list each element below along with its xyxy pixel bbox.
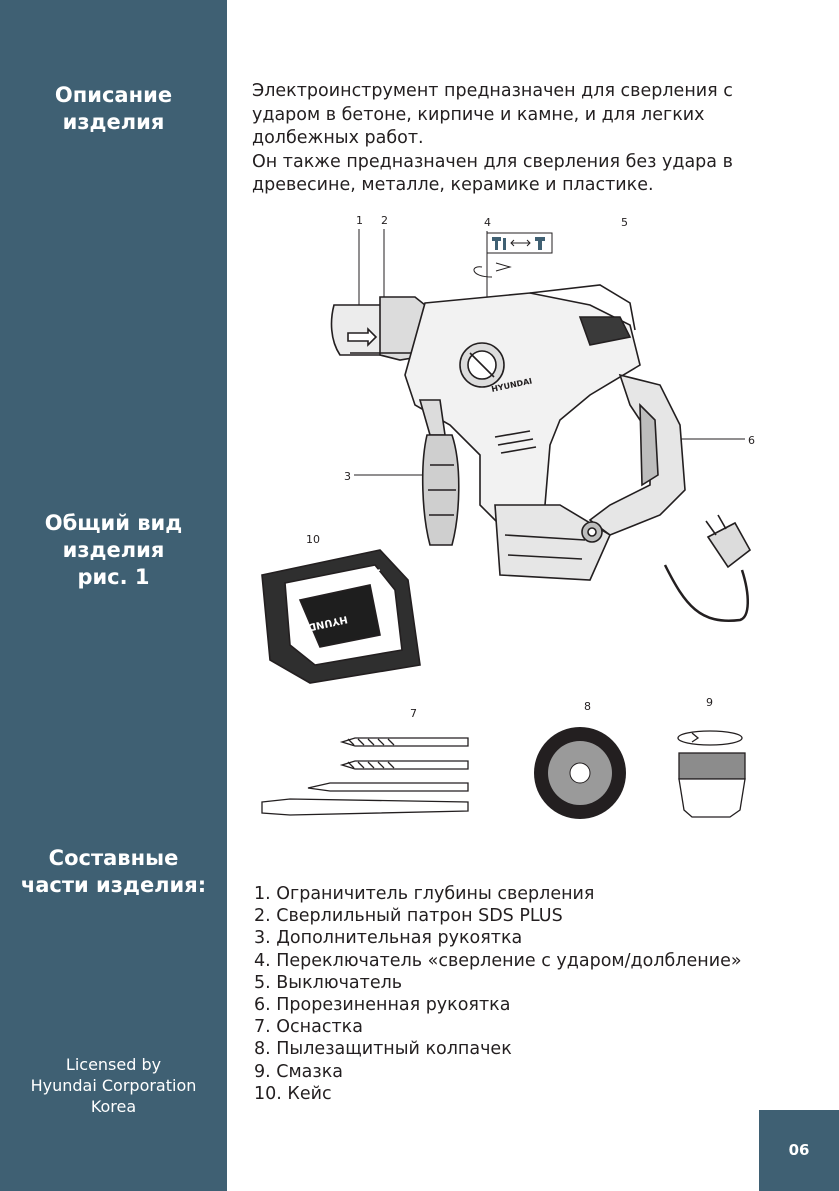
intro-paragraph: Электроинструмент предназначен для сверл…: [252, 80, 812, 198]
list-item: 8. Пылезащитный колпачек: [254, 1039, 512, 1060]
heading-parts-line-1: Составные: [48, 846, 179, 870]
hammer-drill-mode-icon: [492, 237, 506, 250]
license-line-3: Korea: [90, 1097, 137, 1116]
heading-description-line-2: изделия: [62, 110, 165, 134]
callout-5: 5: [621, 216, 628, 229]
intro-line: Он также предназначен для сверления без …: [252, 151, 733, 172]
list-item: 7. Оснастка: [254, 1017, 363, 1038]
license-line-1: Licensed by: [65, 1055, 162, 1074]
mode-switch-icon-box: [486, 232, 553, 254]
intro-line: Электроинструмент предназначен для сверл…: [252, 81, 733, 101]
callout-10: 10: [306, 533, 320, 546]
callout-3: 3: [344, 470, 351, 483]
list-item: 1. Ограничитель глубины сверления: [254, 884, 595, 904]
parts-list: 1. Ограничитель глубины сверления 2. Све…: [254, 883, 814, 1105]
list-item: 9. Смазка: [254, 1061, 344, 1082]
bits-illustration: [261, 737, 469, 816]
list-item: 10. Кейс: [254, 1083, 332, 1104]
page-number: 06: [788, 1141, 810, 1159]
list-item: 4. Переключатель «сверление с ударом/дол…: [254, 950, 742, 971]
list-item: 6. Прорезиненная рукоятка: [254, 995, 511, 1016]
intro-line: ударом в бетоне, кирпиче и камне, и для …: [252, 104, 705, 125]
heading-overview-line-1: Общий вид: [44, 511, 183, 535]
product-figure: 1 2 4 5 3 6 10 7 8 9: [261, 214, 755, 819]
callout-2: 2: [381, 214, 388, 227]
carry-case-illustration: HYUNDAI: [261, 549, 421, 684]
list-item: 3. Дополнительная рукоятка: [254, 928, 523, 949]
intro-line: древесине, металле, керамике и пластике.: [252, 175, 654, 195]
callout-4: 4: [484, 216, 491, 229]
callout-9: 9: [706, 696, 713, 709]
heading-parts-line-2: части изделия:: [20, 873, 207, 897]
callout-6: 6: [748, 434, 755, 447]
callout-7: 7: [410, 707, 417, 720]
intro-line: долбежных работ.: [252, 128, 424, 148]
mode-arrow-icon: [510, 239, 531, 247]
heading-overview: Общий вид изделия рис. 1: [0, 510, 227, 591]
license-note: Licensed by Hyundai Corporation Korea: [0, 1054, 227, 1117]
heading-overview-line-2: изделия: [62, 538, 165, 562]
heading-overview-line-3: рис. 1: [77, 565, 150, 589]
page-number-box: 06: [759, 1110, 839, 1191]
chisel-mode-icon: [535, 237, 545, 250]
grease-illustration: [677, 730, 746, 818]
heading-parts: Составные части изделия:: [0, 845, 227, 899]
rotation-arrow-icon: [473, 266, 493, 278]
hammer-drill-illustration: HYUNDAI: [330, 284, 752, 622]
license-line-2: Hyundai Corporation: [30, 1076, 197, 1095]
list-item: 2. Сверлильный патрон SDS PLUS: [254, 906, 563, 927]
callout-8: 8: [584, 700, 591, 713]
dust-cap-illustration: [534, 727, 626, 819]
callout-1: 1: [356, 214, 363, 227]
list-item: 5. Выключатель: [254, 972, 403, 993]
heading-description-line-1: Описание: [54, 83, 173, 107]
heading-description: Описание изделия: [0, 82, 227, 136]
sidebar: Описание изделия Общий вид изделия рис. …: [0, 0, 227, 1191]
